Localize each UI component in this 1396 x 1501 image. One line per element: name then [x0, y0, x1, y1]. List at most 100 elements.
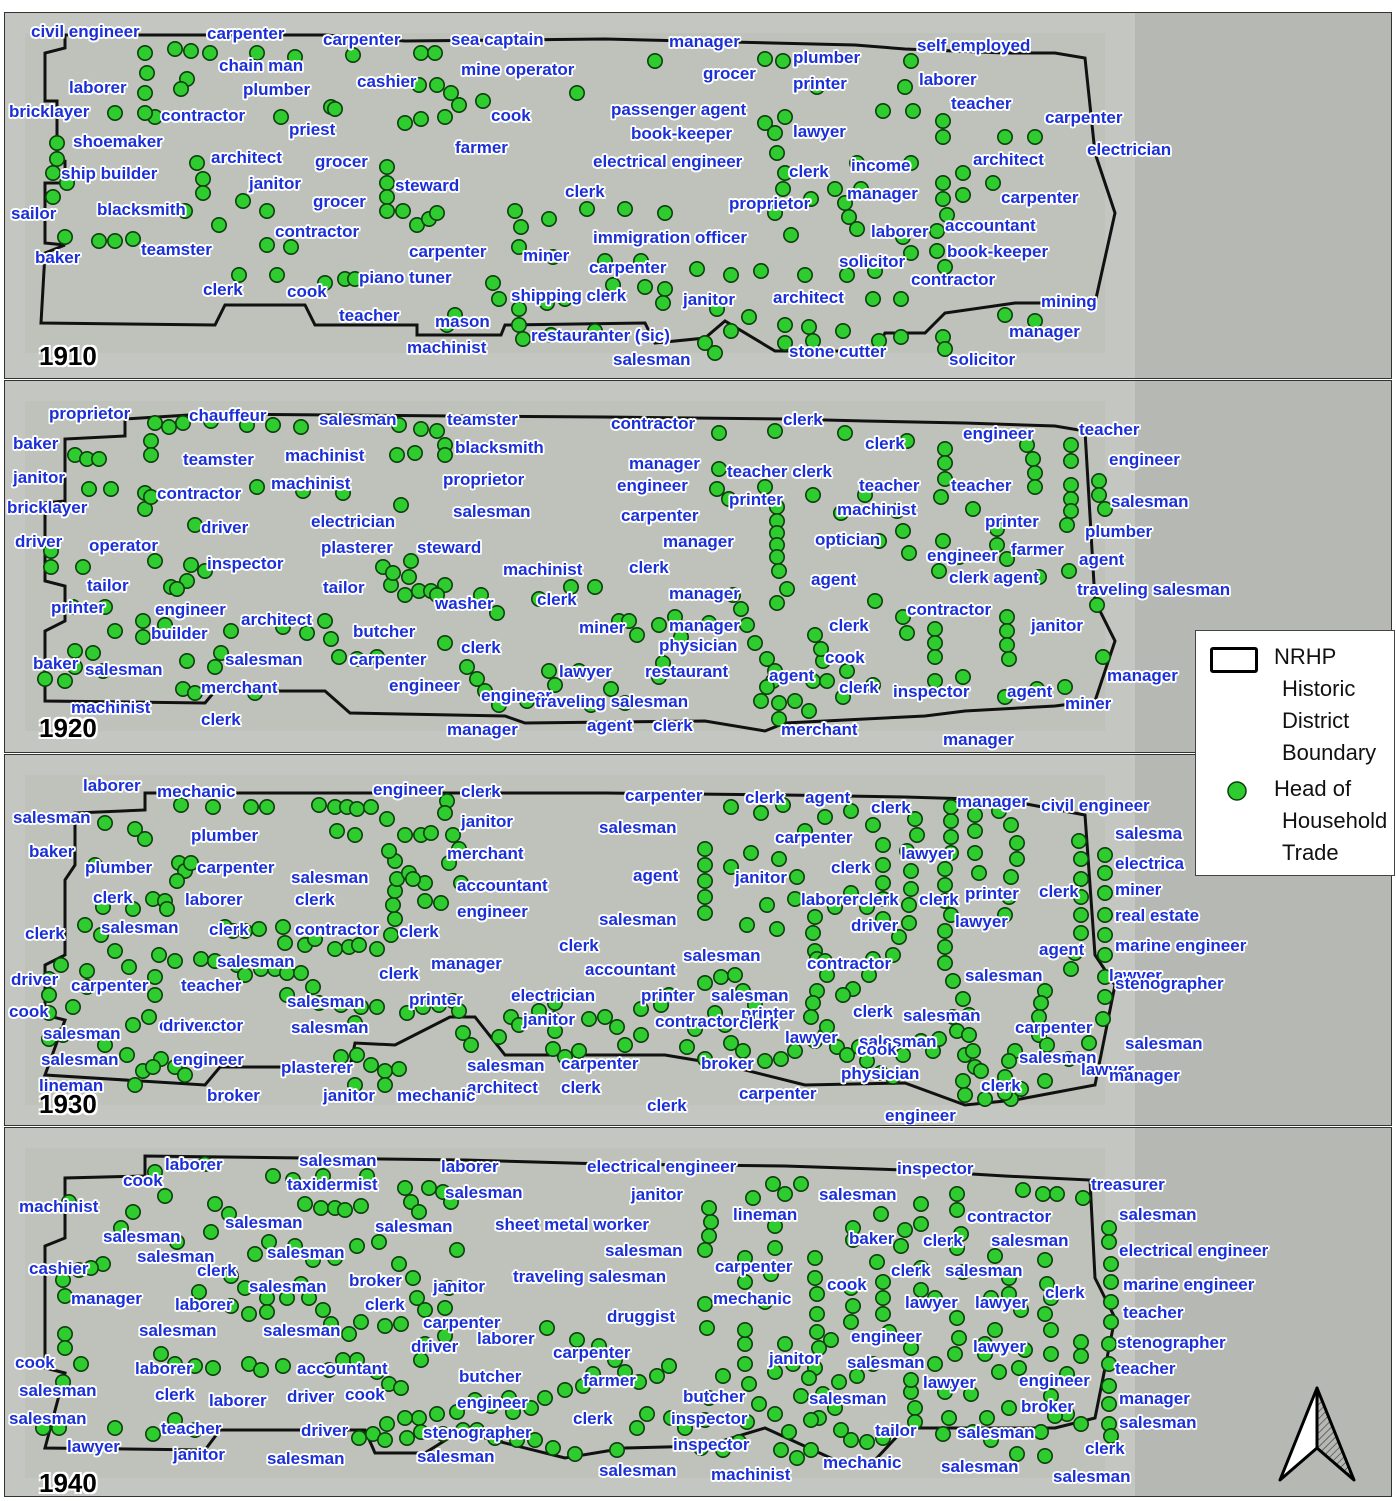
household-dot	[54, 1272, 71, 1289]
trade-label: architect	[467, 1078, 538, 1097]
household-dot	[696, 334, 713, 351]
household-dot	[93, 927, 110, 944]
household-dot	[251, 921, 268, 938]
household-dot	[195, 171, 212, 188]
trade-label: steward	[417, 538, 482, 557]
trade-label: contractor	[807, 954, 892, 973]
household-dot	[205, 1360, 222, 1377]
household-dot	[926, 621, 943, 638]
household-dot	[786, 1042, 803, 1059]
household-dot	[1073, 1334, 1090, 1351]
trade-label: manager	[1119, 1389, 1190, 1408]
household-dot	[898, 625, 915, 642]
trade-label: carpenter	[409, 242, 487, 261]
household-dot	[724, 587, 741, 604]
trade-label: agent	[769, 666, 815, 685]
trade-label: agent	[1007, 682, 1053, 701]
household-dot	[540, 662, 557, 679]
household-dot	[1014, 1181, 1031, 1198]
household-dot	[874, 911, 891, 928]
household-dot	[584, 1366, 601, 1383]
trade-label: electrical engineer	[593, 152, 743, 171]
household-dot	[326, 941, 343, 958]
household-dot	[546, 995, 563, 1012]
trade-label: tailor	[87, 576, 129, 595]
household-dot	[284, 1171, 301, 1188]
household-dot	[874, 837, 891, 854]
household-dot	[894, 523, 911, 540]
household-dot	[143, 432, 160, 449]
trade-label: stenographer	[1115, 974, 1224, 993]
household-dot	[804, 995, 821, 1012]
household-dot	[1097, 989, 1114, 1006]
household-dot	[900, 897, 917, 914]
household-dot	[630, 1374, 647, 1391]
household-dot	[776, 316, 793, 333]
household-dot	[348, 800, 365, 817]
household-dot	[988, 537, 1005, 554]
household-dot	[766, 1240, 783, 1257]
trade-label: electrician	[1087, 140, 1172, 159]
trade-label: washer	[435, 594, 494, 613]
household-dot	[510, 1016, 527, 1033]
household-dot	[125, 901, 142, 918]
household-dot	[540, 211, 557, 228]
household-dot	[1059, 517, 1076, 534]
trade-label: lawyer	[559, 662, 612, 681]
household-dot	[147, 553, 164, 570]
household-dot	[1073, 871, 1090, 888]
trade-label: contractor	[611, 414, 696, 433]
household-dot	[412, 1423, 429, 1440]
household-dot	[706, 344, 723, 361]
household-dot	[894, 229, 911, 246]
household-dot	[816, 953, 833, 970]
household-dot	[934, 113, 951, 130]
household-dot	[954, 1072, 971, 1089]
trade-label: salesman	[417, 1447, 495, 1466]
household-dot	[1035, 1185, 1052, 1202]
household-dot	[756, 1294, 773, 1311]
household-dot	[832, 505, 849, 522]
household-dot	[167, 40, 184, 57]
household-dot	[976, 1090, 993, 1107]
trade-label: clerk	[891, 1261, 931, 1280]
household-dot	[860, 967, 877, 984]
household-dot	[654, 294, 671, 311]
household-dot	[926, 672, 943, 689]
trade-label: inspector	[893, 682, 970, 701]
household-dot	[768, 549, 785, 566]
trade-label: optician	[815, 530, 881, 549]
trade-label: broker	[207, 1086, 260, 1105]
trade-label: manager	[447, 720, 518, 739]
household-dot	[848, 1368, 865, 1385]
household-dot	[390, 1060, 407, 1077]
household-dot	[143, 447, 160, 464]
household-dot	[125, 1016, 142, 1033]
household-dot	[522, 1399, 539, 1416]
household-dot	[344, 46, 361, 63]
trade-label: cook	[123, 1171, 163, 1190]
household-dot	[874, 875, 891, 892]
household-dot	[320, 1362, 337, 1379]
household-dot	[203, 1224, 220, 1241]
household-dot	[582, 696, 599, 713]
household-dot	[802, 1411, 819, 1428]
household-dot	[193, 951, 210, 968]
trade-label: plumber	[1085, 522, 1153, 541]
household-dot	[97, 599, 114, 616]
trade-label: janitor	[683, 290, 735, 309]
household-dot	[926, 635, 943, 652]
household-dot	[436, 1300, 453, 1317]
trade-label: lawyer	[1109, 966, 1162, 985]
trade-label: operator	[89, 536, 158, 555]
legend-boundary-line-2: Historic	[1282, 676, 1356, 701]
trade-label: salesman	[945, 1261, 1023, 1280]
trade-label: contractor	[159, 1016, 244, 1035]
household-dot	[147, 987, 164, 1004]
household-dot	[966, 806, 983, 823]
household-dot	[868, 1254, 885, 1271]
trade-label: salesman	[683, 946, 761, 965]
household-dot	[376, 1062, 393, 1079]
household-dot	[412, 44, 429, 61]
household-dot	[802, 191, 819, 208]
